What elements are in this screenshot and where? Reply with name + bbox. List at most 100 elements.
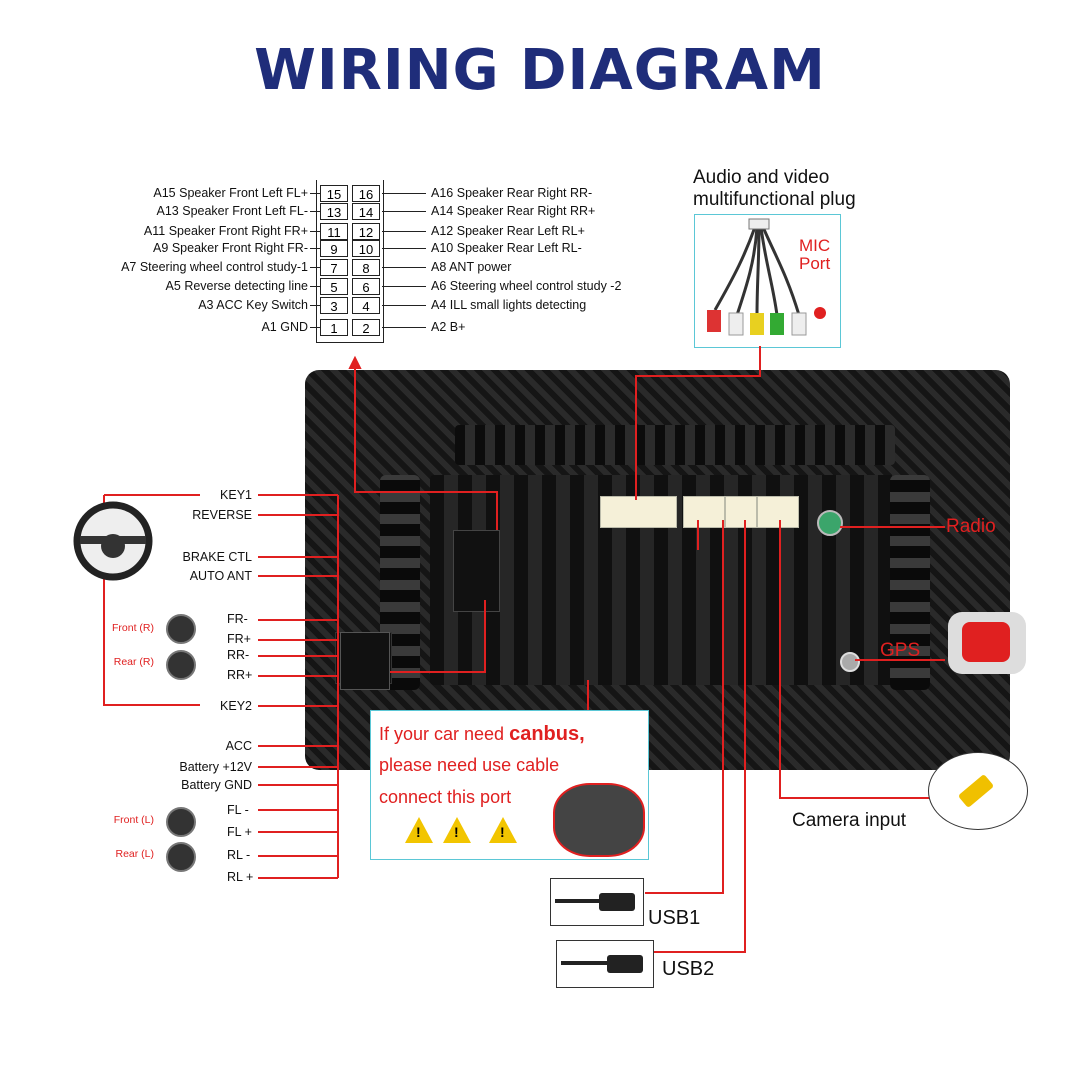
speaker-front-l-icon: [166, 807, 196, 837]
gps-antenna-icon: [948, 612, 1026, 674]
head-unit-back: [305, 370, 1010, 770]
steering-wheel-icon: [72, 500, 154, 582]
pin-number: 10: [352, 240, 380, 257]
pin-number: 5: [320, 278, 348, 295]
camera-input-label: Camera input: [792, 810, 907, 831]
pin-code: A9: [153, 241, 169, 255]
harness-label-acc: ACC: [225, 739, 252, 753]
speaker-rear-r-icon: [166, 650, 196, 680]
pin-lead: [310, 211, 320, 212]
camera-connector-icon: [928, 752, 1028, 830]
harness-plug: [340, 632, 390, 690]
usb2-cable-icon: [556, 940, 654, 988]
pin-code: A13: [156, 204, 179, 218]
usb1-label: USB1: [648, 907, 701, 929]
pin-number: 9: [320, 240, 348, 257]
camera-connector: [757, 496, 799, 528]
harness-label-key2: KEY2: [220, 699, 252, 713]
pin-label-right: A10 Speaker Rear Left RL-: [431, 241, 582, 255]
pin-number: 11: [320, 223, 348, 240]
pin-lead: [382, 193, 426, 194]
pin-label-left: A9 Speaker Front Right FR-: [153, 241, 308, 255]
pin-lead: [310, 193, 320, 194]
pin-description: Speaker Rear Left RL+: [456, 224, 585, 238]
radio-antenna-port[interactable]: [817, 510, 843, 536]
canbus-note: If your car need canbus, please need use…: [370, 710, 649, 860]
canbus-line-3: connect this port: [379, 787, 512, 807]
pin-description: Speaker Rear Right RR+: [456, 204, 596, 218]
pin-lead: [382, 211, 426, 212]
pin-number: 4: [352, 297, 380, 314]
speaker-label-front-l: Front (L): [113, 814, 154, 826]
usb2-label: USB2: [662, 958, 715, 980]
warning-icon: !: [443, 817, 471, 843]
pin-description: Steering wheel control study -2: [449, 279, 622, 293]
pin-description: Speaker Front Right FR+: [168, 224, 308, 238]
warning-icon: !: [489, 817, 517, 843]
harness-label-auto-ant: AUTO ANT: [189, 569, 252, 583]
harness-label-fr-plus: FR+: [227, 632, 251, 646]
pin-label-right: A6 Steering wheel control study -2: [431, 279, 621, 293]
pin-lead: [382, 327, 426, 328]
pin-number: 14: [352, 203, 380, 220]
gps-label: GPS: [880, 640, 921, 661]
pin-description: ILL small lights detecting: [449, 298, 587, 312]
speaker-label-rear-r: Rear (R): [113, 656, 154, 668]
pin-lead: [310, 267, 320, 268]
pin-code: A12: [431, 224, 454, 238]
pin-description: Speaker Front Right FR-: [171, 241, 308, 255]
pin-number: 13: [320, 203, 348, 220]
mic-port-label-1: MIC: [799, 236, 831, 255]
pin-code: A7: [121, 260, 137, 274]
pin-lead: [382, 267, 426, 268]
canbus-line-1a: If your car need: [379, 724, 510, 744]
mic-port-label-2: Port: [799, 254, 831, 273]
pin-number: 12: [352, 223, 380, 240]
pin-code: A16: [431, 186, 454, 200]
pin-description: ACC Key Switch: [216, 298, 308, 312]
pin-description: Speaker Rear Left RL-: [456, 241, 582, 255]
av-plug-title-2: multifunctional plug: [693, 189, 856, 210]
warning-icon: !: [405, 817, 433, 843]
pin-number: 6: [352, 278, 380, 295]
pin-label-right: A16 Speaker Rear Right RR-: [431, 186, 592, 200]
harness-label-fr-minus: FR-: [227, 612, 248, 626]
pin-label-right: A12 Speaker Rear Left RL+: [431, 224, 585, 238]
harness-label-battery-gnd: Battery GND: [181, 778, 252, 792]
pin-number: 3: [320, 297, 348, 314]
pin-number: 8: [352, 259, 380, 276]
speaker-label-front-r: Front (R): [112, 622, 154, 634]
pin-block-outline: [316, 180, 384, 343]
canbus-line-1b: canbus,: [509, 723, 585, 745]
pin-label-left: A11 Speaker Front Right FR+: [144, 224, 308, 238]
harness-label-rl-plus: RL +: [227, 870, 254, 884]
harness-label-battery12: Battery +12V: [179, 760, 252, 774]
pin-code: A6: [431, 279, 447, 293]
pin-label-left: A3 ACC Key Switch: [198, 298, 308, 312]
pin-number: 15: [320, 185, 348, 202]
harness-label-rl-minus: RL -: [227, 848, 251, 862]
pin-description: Speaker Front Left FL-: [182, 204, 308, 218]
pin-code: A14: [431, 204, 454, 218]
usb-connector-2: [725, 496, 757, 528]
pin-code: A8: [431, 260, 447, 274]
pin-lead: [310, 231, 320, 232]
pin-label-left: A15 Speaker Front Left FL+: [153, 186, 308, 200]
av-connector: [600, 496, 677, 528]
harness-label-key1: KEY1: [220, 488, 252, 502]
pin-description: Reverse detecting line: [184, 279, 308, 293]
usb-connector-1: [683, 496, 725, 528]
pin-number: 16: [352, 185, 380, 202]
speaker-rear-l-icon: [166, 842, 196, 872]
gps-antenna-port[interactable]: [840, 652, 860, 672]
page-title: WIRING DIAGRAM: [254, 38, 826, 103]
pin-code: A2: [431, 320, 447, 334]
pin-description: Speaker Front Left FL+: [179, 186, 308, 200]
pin-label-left: A7 Steering wheel control study-1: [121, 260, 308, 274]
pin-code: A5: [165, 279, 181, 293]
pin-label-right: A14 Speaker Rear Right RR+: [431, 204, 595, 218]
pin-lead: [382, 305, 426, 306]
main-harness-socket: [453, 530, 500, 612]
harness-label-reverse: REVERSE: [192, 508, 252, 522]
pin-label-right: A2 B+: [431, 320, 465, 334]
